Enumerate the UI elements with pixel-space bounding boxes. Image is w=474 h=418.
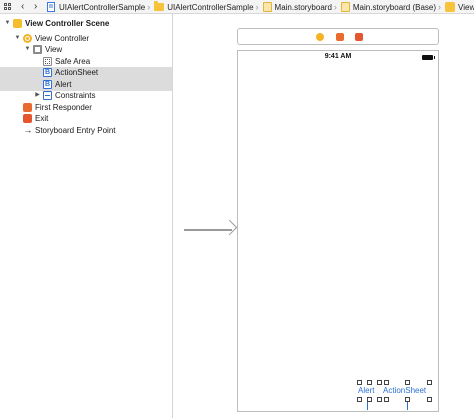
breadcrumb-project[interactable]: UIAlertControllerSample › xyxy=(46,2,152,12)
outline-item-alert[interactable]: B Alert xyxy=(0,79,172,91)
outline-item-first-responder[interactable]: First Responder xyxy=(0,102,172,114)
breadcrumb-storyboard[interactable]: Main.storyboard › xyxy=(262,2,339,12)
outline-item-constraints[interactable]: ▶ Constraints xyxy=(35,91,96,101)
breadcrumb-separator-icon: › xyxy=(333,2,337,12)
exit-icon xyxy=(23,114,32,124)
breadcrumb-separator-icon: › xyxy=(255,2,259,12)
constraint-guide xyxy=(367,402,368,410)
disclosure-triangle-collapsed-icon[interactable]: ▶ xyxy=(35,92,40,99)
first-responder-icon xyxy=(23,103,32,113)
battery-icon xyxy=(422,55,435,60)
outline-item-scene[interactable]: ▼ View Controller Scene xyxy=(4,19,110,29)
entry-arrow-icon: → xyxy=(23,125,33,136)
outline-item-exit[interactable]: Exit xyxy=(0,113,172,125)
back-arrow-icon[interactable]: ‹ xyxy=(21,1,25,12)
constraint-guide xyxy=(407,402,408,410)
breadcrumb-scene[interactable]: View Cont xyxy=(445,2,474,12)
breadcrumb-separator-icon: › xyxy=(438,2,442,12)
breadcrumb-storyboard-base[interactable]: Main.storyboard (Base) › xyxy=(340,2,443,12)
disclosure-triangle-icon[interactable]: ▼ xyxy=(24,46,31,53)
disclosure-triangle-icon[interactable]: ▼ xyxy=(4,20,11,27)
status-bar-time: 9:41 AM xyxy=(324,53,352,60)
outline-item-view-controller[interactable]: ▼ View Controller xyxy=(14,34,90,44)
resize-handle[interactable] xyxy=(377,397,382,402)
disclosure-triangle-icon[interactable]: ▼ xyxy=(14,35,21,42)
view-controller-frame[interactable]: 9:41 AM xyxy=(237,50,439,412)
button-icon: B xyxy=(43,68,52,78)
forward-arrow-icon[interactable]: › xyxy=(34,1,38,12)
resize-handle[interactable] xyxy=(357,397,362,402)
breadcrumb-folder[interactable]: UIAlertControllerSample › xyxy=(154,1,260,12)
scene-dock xyxy=(237,28,439,45)
first-responder-icon[interactable] xyxy=(336,33,344,41)
resize-handle[interactable] xyxy=(357,380,362,385)
constraints-icon xyxy=(43,91,52,101)
storyboard-icon xyxy=(262,2,272,12)
storyboard-icon xyxy=(340,2,350,12)
resize-handle[interactable] xyxy=(367,380,372,385)
entry-point-arrow[interactable] xyxy=(184,229,232,231)
related-items-grid-icon[interactable] xyxy=(4,3,12,11)
outline-item-safe-area[interactable]: Safe Area xyxy=(0,56,172,68)
resize-handle[interactable] xyxy=(405,380,410,385)
alert-button[interactable]: Alert xyxy=(358,386,375,395)
outline-item-entry-point[interactable]: → Storyboard Entry Point xyxy=(23,125,116,136)
resize-handle[interactable] xyxy=(384,397,389,402)
safe-area-icon xyxy=(43,57,52,67)
document-outline: ▼ View Controller Scene ▼ View Controlle… xyxy=(0,14,173,418)
resize-handle[interactable] xyxy=(427,380,432,385)
view-controller-icon[interactable] xyxy=(316,33,324,41)
resize-handle[interactable] xyxy=(377,380,382,385)
button-icon: B xyxy=(43,80,52,90)
resize-handle[interactable] xyxy=(427,397,432,402)
breadcrumb: UIAlertControllerSample › UIAlertControl… xyxy=(46,0,474,13)
jump-bar: ‹ › UIAlertControllerSample › UIAlertCon… xyxy=(0,0,474,14)
exit-icon[interactable] xyxy=(355,33,363,41)
resize-handle[interactable] xyxy=(405,397,410,402)
outline-item-action-sheet[interactable]: B ActionSheet xyxy=(0,67,172,79)
scene-icon xyxy=(13,19,22,29)
resize-handle[interactable] xyxy=(367,397,372,402)
resize-handle[interactable] xyxy=(384,380,389,385)
folder-icon xyxy=(154,1,165,11)
project-doc-icon xyxy=(46,2,56,12)
outline-item-view[interactable]: ▼ View xyxy=(24,45,63,55)
action-sheet-button[interactable]: ActionSheet xyxy=(383,386,427,395)
view-icon xyxy=(33,45,42,55)
scene-icon xyxy=(445,2,456,12)
breadcrumb-separator-icon: › xyxy=(147,2,151,12)
view-controller-icon xyxy=(23,34,32,44)
